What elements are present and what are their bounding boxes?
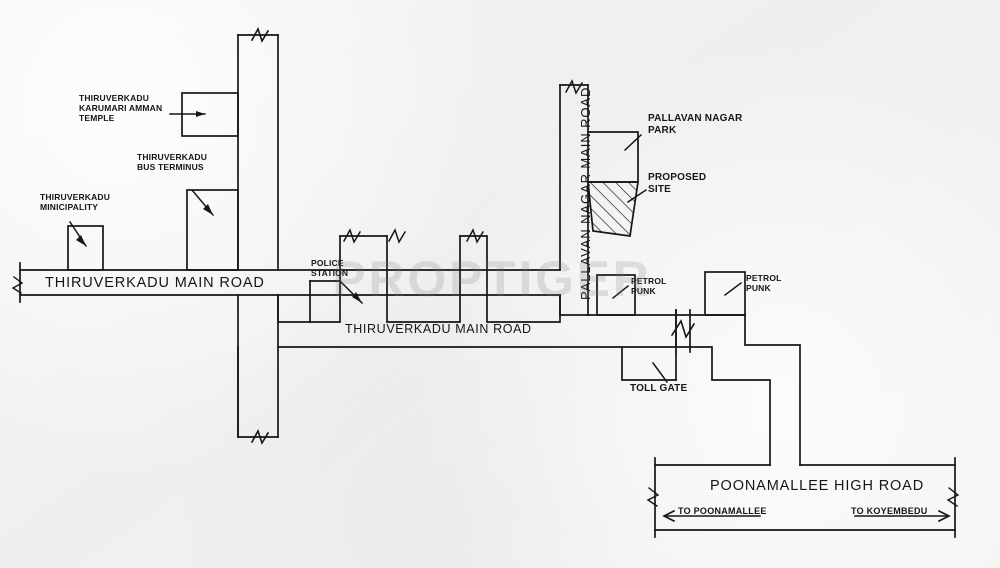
building-municipality xyxy=(67,225,104,271)
label-pallavan-nagar-main-road: PALLAVAN NAGAR MAIN ROAD xyxy=(578,86,593,300)
building-petrol-punk-right xyxy=(704,271,746,316)
label-toll-gate: TOLL GATE xyxy=(630,383,688,394)
building-toll-gate xyxy=(621,346,677,381)
label-proposed-site: PROPOSED SITE xyxy=(648,172,707,195)
area-pallavan-nagar-park xyxy=(587,131,639,183)
label-petrol-punk-left: PETROL PUNK xyxy=(631,276,667,297)
label-thiruverkadu-main-road-lower: THIRUVERKADU MAIN ROAD xyxy=(345,322,532,336)
road-link-vertical xyxy=(670,309,696,353)
building-bus-terminus xyxy=(186,189,239,271)
label-pallavan-nagar-park: PALLAVAN NAGAR PARK xyxy=(648,113,743,136)
label-direction-to-koyembedu: TO KOYEMBEDU xyxy=(851,506,928,516)
road-thiruverkadu-vertical xyxy=(237,27,279,445)
label-direction-to-poonamallee: TO POONAMALLEE xyxy=(678,506,767,516)
leader-lines xyxy=(68,111,743,384)
label-temple: THIRUVERKADU KARUMARI AMMAN TEMPLE xyxy=(79,93,163,124)
label-poonamallee-high-road: POONAMALLEE HIGH ROAD xyxy=(710,478,925,494)
road-thiruverkadu-main-upper xyxy=(11,262,561,303)
road-connector-east xyxy=(587,314,801,466)
label-bus-terminus: THIRUVERKADU BUS TERMINUS xyxy=(137,152,208,173)
road-poonamallee-high xyxy=(646,457,960,538)
road-pallavan-nagar-main xyxy=(559,79,589,316)
area-proposed-site xyxy=(587,181,639,237)
label-petrol-punk-right: PETROL PUNK xyxy=(746,273,782,294)
direction-arrows xyxy=(662,509,951,523)
label-police-station: POLICE STATION xyxy=(311,258,349,279)
label-thiruverkadu-main-road-upper: THIRUVERKADU MAIN ROAD xyxy=(45,275,265,291)
label-municipality: THIRUVERKADU MINICIPALITY xyxy=(40,192,111,213)
